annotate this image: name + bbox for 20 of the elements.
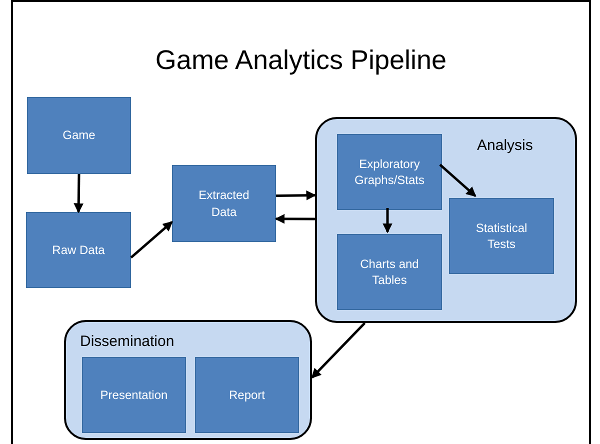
arrow bbox=[274, 214, 315, 224]
arrow bbox=[130, 221, 173, 259]
group-heading: Analysis bbox=[477, 136, 533, 156]
process-box: Presentation bbox=[82, 357, 186, 433]
arrow bbox=[74, 174, 84, 214]
title: Game Analytics Pipeline bbox=[154, 44, 448, 77]
process-box: Statistical Tests bbox=[449, 198, 554, 274]
process-box: Exploratory Graphs/Stats bbox=[337, 134, 442, 210]
arrow bbox=[439, 164, 476, 197]
group-panel bbox=[315, 117, 577, 323]
arrow bbox=[311, 322, 366, 378]
group-heading: Dissemination bbox=[80, 332, 174, 352]
process-box: Raw Data bbox=[26, 212, 131, 288]
arrow bbox=[382, 208, 392, 234]
process-box: Report bbox=[195, 357, 299, 433]
arrow bbox=[276, 190, 316, 200]
process-box: Charts and Tables bbox=[337, 234, 442, 310]
process-box: Extracted Data bbox=[172, 165, 276, 242]
group-panel bbox=[64, 320, 312, 440]
process-box: Game bbox=[27, 97, 131, 174]
